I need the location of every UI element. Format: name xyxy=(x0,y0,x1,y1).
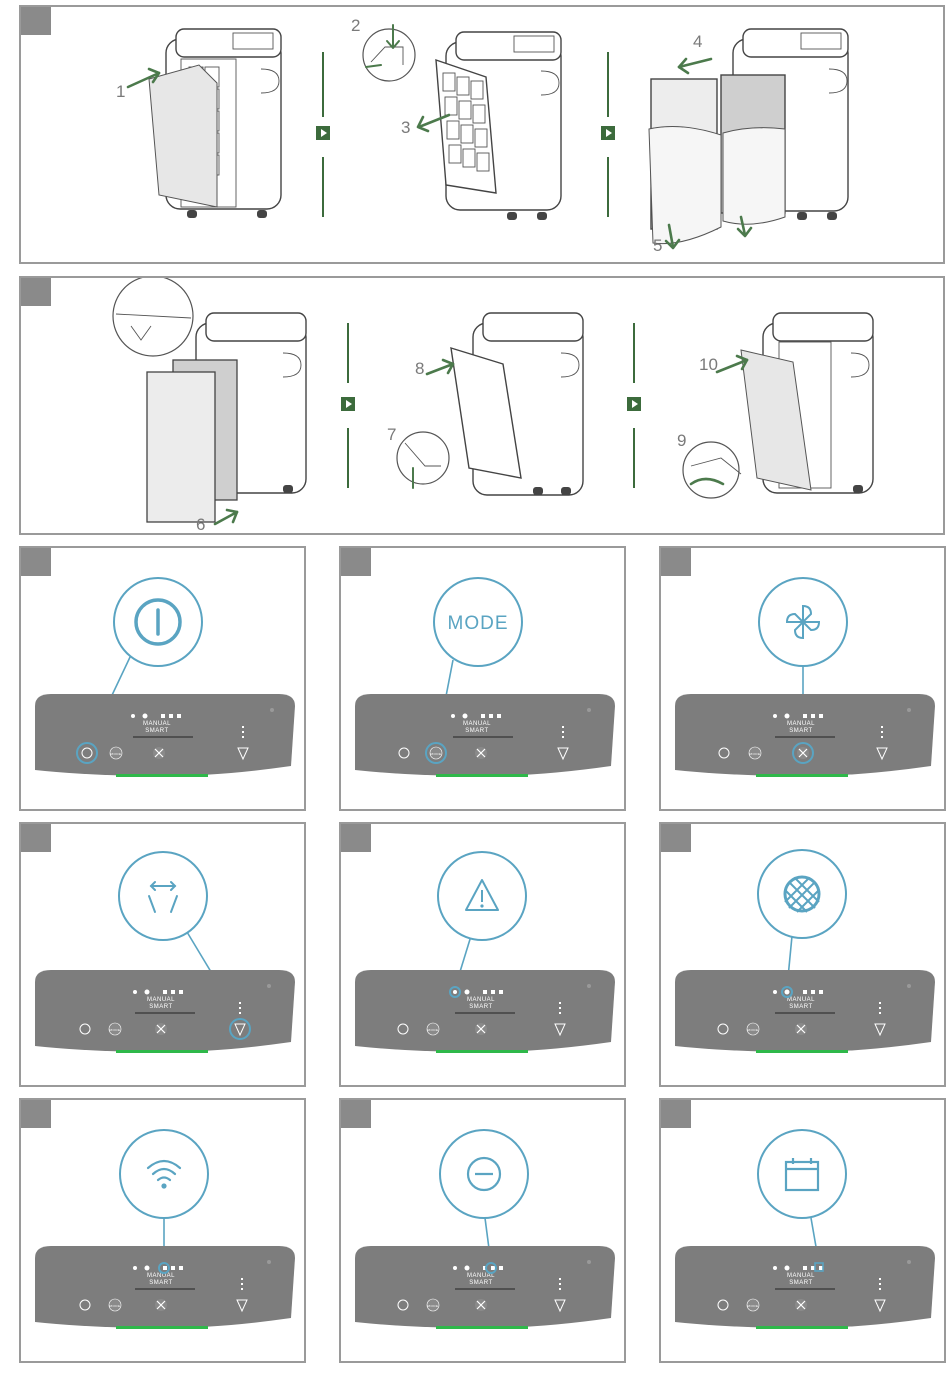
swing-button-panel: MANUAL SMART MODE xyxy=(19,822,306,1087)
filter-install-panel: 6 8 7 xyxy=(19,276,945,535)
step-number-2: 2 xyxy=(351,16,360,35)
callout-circle xyxy=(120,1130,208,1218)
fan-button[interactable] xyxy=(475,1023,487,1035)
control-panel: MANUAL SMART MODE xyxy=(675,694,935,777)
step-number-9: 9 xyxy=(677,431,686,450)
svg-text:MODE: MODE xyxy=(111,752,122,756)
step-number-7: 7 xyxy=(387,425,396,444)
fan-button[interactable] xyxy=(797,747,809,759)
mode-label-smart: SMART xyxy=(465,728,488,734)
mode-label-manual: MANUAL xyxy=(147,1273,175,1279)
minus-diagram: MANUAL SMART MODE xyxy=(341,1100,626,1363)
mode-diagram: MODE MANUAL SMART MODE xyxy=(341,548,626,811)
filter-indicator-panel: MANUAL SMART MODE xyxy=(659,822,946,1087)
step-4-arrow xyxy=(679,59,711,73)
timer-diagram: MANUAL SMART MODE xyxy=(661,1100,946,1363)
filter-removal-illustration: 1 2 xyxy=(21,7,945,264)
step-number-4: 4 xyxy=(693,32,702,51)
control-panel: MANUAL SMART MODE xyxy=(35,694,295,777)
mode-label-manual: MANUAL xyxy=(147,997,175,1003)
fan-diagram: MANUAL SMART MODE xyxy=(661,548,946,811)
svg-text:MODE: MODE xyxy=(428,1304,439,1308)
fan-button[interactable] xyxy=(475,1299,487,1311)
fan-button[interactable] xyxy=(795,1299,807,1311)
step-separator xyxy=(341,323,355,488)
step-number-1: 1 xyxy=(116,82,125,101)
mode-label-smart: SMART xyxy=(789,728,812,734)
mode-button-panel: MODE MANUAL SMART MODE xyxy=(339,546,626,811)
control-panel: MANUAL SMART MODE xyxy=(355,1246,615,1329)
mode-label-smart: SMART xyxy=(149,1280,172,1286)
purifier-illustration-e xyxy=(397,313,583,495)
control-panel: MANUAL SMART MODE xyxy=(35,1246,295,1329)
step-number-5: 5 xyxy=(653,236,662,255)
mode-label-smart: SMART xyxy=(789,1280,812,1286)
mode-label-manual: MANUAL xyxy=(143,721,171,727)
fan-button-panel: MANUAL SMART MODE xyxy=(659,546,946,811)
svg-text:MODE: MODE xyxy=(750,752,761,756)
fan-button[interactable] xyxy=(155,1299,167,1311)
fan-button[interactable] xyxy=(475,747,487,759)
step-separator xyxy=(601,52,615,217)
svg-text:MODE: MODE xyxy=(110,1304,121,1308)
purifier-illustration-f xyxy=(683,313,873,498)
mode-label-smart: SMART xyxy=(149,1004,172,1010)
mode-label-smart: SMART xyxy=(469,1280,492,1286)
mode-label-manual: MANUAL xyxy=(787,721,815,727)
fan-button[interactable] xyxy=(795,1023,807,1035)
svg-text:MODE: MODE xyxy=(748,1304,759,1308)
svg-text:MODE: MODE xyxy=(748,1028,759,1032)
purifier-illustration-a xyxy=(149,29,281,218)
fan-button[interactable] xyxy=(155,1023,167,1035)
warning-diagram: MANUAL SMART MODE xyxy=(341,824,626,1087)
step-8-arrow xyxy=(427,360,453,374)
mode-label-manual: MANUAL xyxy=(787,1273,815,1279)
step-6-arrow xyxy=(215,510,237,524)
step-separator xyxy=(627,323,641,488)
mode-label-smart: SMART xyxy=(789,1004,812,1010)
step-number-3: 3 xyxy=(401,118,410,137)
step-number-6: 6 xyxy=(196,515,205,534)
minus-indicator-panel: MANUAL SMART MODE xyxy=(339,1098,626,1363)
mode-label-manual: MANUAL xyxy=(463,721,491,727)
control-panel: MANUAL SMART MODE xyxy=(35,970,295,1053)
power-button-panel: MANUAL SMART MODE xyxy=(19,546,306,811)
step-separator xyxy=(316,52,330,217)
wifi-diagram: MANUAL SMART MODE xyxy=(21,1100,306,1363)
power-diagram: MANUAL SMART MODE xyxy=(21,548,306,811)
mode-label-smart: SMART xyxy=(145,728,168,734)
warning-indicator-panel: MANUAL SMART MODE xyxy=(339,822,626,1087)
filter-diagram: MANUAL SMART MODE xyxy=(661,824,946,1087)
purifier-illustration-d xyxy=(113,278,306,522)
svg-text:MODE: MODE xyxy=(428,1028,439,1032)
callout-circle xyxy=(758,1130,846,1218)
purifier-illustration-b xyxy=(363,25,561,220)
wifi-indicator-panel: MANUAL SMART MODE xyxy=(19,1098,306,1363)
control-panel: MANUAL SMART MODE xyxy=(675,970,935,1053)
mode-label-manual: MANUAL xyxy=(467,997,495,1003)
svg-text:MODE: MODE xyxy=(110,1028,121,1032)
filter-icon xyxy=(785,877,819,912)
filter-removal-panel: 1 2 xyxy=(19,5,945,264)
control-panel: MANUAL SMART MODE xyxy=(355,694,615,777)
mode-label-smart: SMART xyxy=(469,1004,492,1010)
control-panel: MANUAL SMART MODE xyxy=(675,1246,935,1329)
svg-text:MODE: MODE xyxy=(431,752,442,756)
mode-label-manual: MANUAL xyxy=(787,997,815,1003)
step-number-8: 8 xyxy=(415,359,424,378)
purifier-illustration-c xyxy=(649,29,848,244)
control-panel: MANUAL SMART MODE xyxy=(355,970,615,1053)
mode-callout-text: MODE xyxy=(448,613,509,634)
timer-indicator-panel: MANUAL SMART MODE xyxy=(659,1098,946,1363)
callout-circle xyxy=(119,852,207,940)
filter-install-illustration: 6 8 7 xyxy=(21,278,945,535)
step-number-10: 10 xyxy=(699,355,718,374)
fan-button[interactable] xyxy=(153,747,165,759)
swing-diagram: MANUAL SMART MODE xyxy=(21,824,306,1087)
